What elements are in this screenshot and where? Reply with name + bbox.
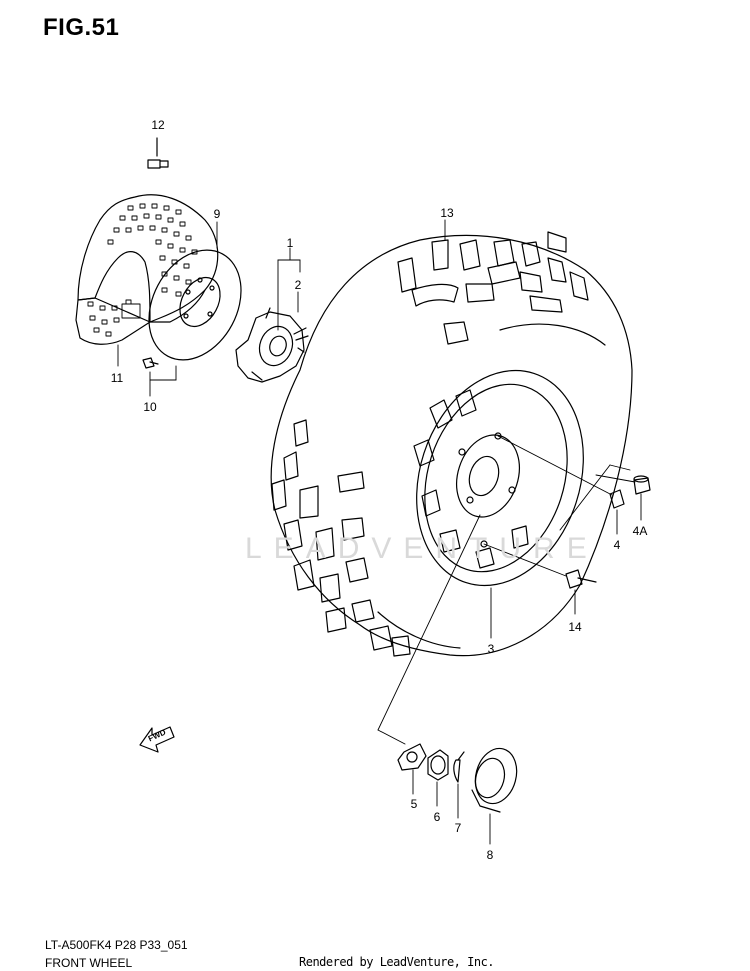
wheel-rim-part (413, 369, 584, 587)
callout-14: 14 (568, 620, 582, 634)
wheel-nut-4-part (609, 489, 625, 509)
washer-5-part (397, 743, 427, 771)
brake-disc-part (148, 249, 242, 361)
forward-direction-arrow (139, 726, 175, 753)
callout-9: 9 (213, 207, 221, 221)
watermark-text: LEADVENTURE (245, 532, 599, 565)
callout-11: 11 (110, 371, 124, 385)
wheel-nut-4a-part (633, 475, 651, 495)
section-name: FRONT WHEEL (45, 956, 133, 970)
wheel-hub-part (235, 307, 309, 383)
hub-cap-8-part (471, 747, 518, 813)
wheel-stud-14-part (565, 569, 597, 589)
model-code: LT-A500FK4 P28 P33_051 (45, 938, 188, 952)
callout-13: 13 (440, 206, 454, 220)
callout-8: 8 (486, 848, 494, 862)
leader-lines (117, 219, 642, 845)
bolt-10-part (142, 357, 159, 369)
callout-2: 2 (294, 278, 302, 292)
render-credit: Rendered by LeadVenture, Inc. (299, 955, 495, 969)
callout-1: 1 (286, 236, 294, 250)
brake-disc-guard-part (75, 194, 219, 345)
callout-7: 7 (454, 821, 462, 835)
cotter-pin-7-part (453, 751, 465, 783)
figure-title: FIG.51 (43, 14, 120, 41)
callout-4: 4 (613, 538, 621, 552)
callout-4a: 4A (632, 524, 648, 538)
callout-12: 12 (151, 118, 165, 132)
callout-5: 5 (410, 797, 418, 811)
callout-3: 3 (487, 642, 495, 656)
bolt-12-part (147, 137, 169, 169)
castle-nut-6-part (427, 749, 449, 781)
callout-6: 6 (433, 810, 441, 824)
callout-10: 10 (143, 400, 157, 414)
front-tire-part (270, 231, 633, 657)
